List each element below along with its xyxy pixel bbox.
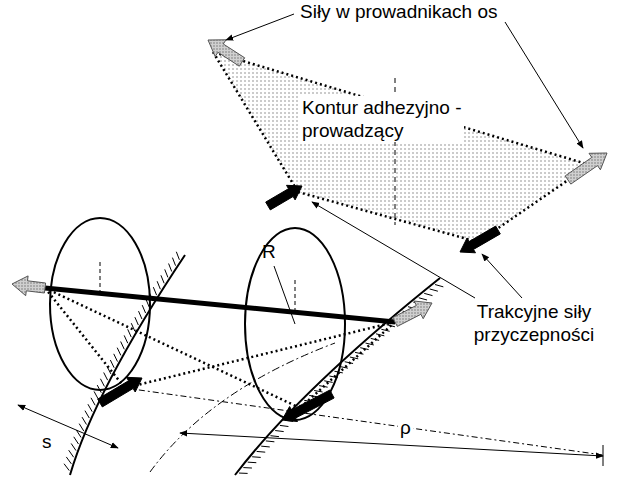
hatch-mark	[64, 464, 69, 471]
hatch-mark	[161, 275, 164, 283]
hatch-mark	[100, 379, 104, 387]
traction-label: Trakcyjne siły przyczepności	[458, 300, 610, 346]
contour-shading	[213, 52, 590, 242]
leader-line	[226, 14, 294, 40]
hatch-mark	[169, 264, 172, 272]
gauge-symbol: s	[42, 430, 52, 453]
hatch-mark	[275, 431, 284, 432]
curve-radius-symbol: ρ	[398, 416, 413, 439]
contour-label: Kontur adhezyjno - prowadzący	[300, 96, 464, 142]
hatch-mark	[165, 269, 168, 277]
hatch-mark	[104, 372, 108, 380]
leader-line	[312, 202, 475, 298]
traction-force-arrow	[266, 185, 302, 210]
hatch-mark	[261, 446, 270, 448]
hatch-mark	[424, 293, 432, 295]
hatch-mark	[266, 440, 275, 442]
rail	[70, 255, 185, 475]
hatch-mark	[128, 329, 132, 337]
radius-line	[125, 388, 603, 455]
hatch-mark	[176, 252, 179, 260]
hatch-mark	[124, 335, 128, 343]
leader-line	[505, 22, 583, 148]
hatch-mark	[117, 348, 121, 356]
leader-line	[482, 254, 522, 298]
traction-force-arrow	[460, 226, 500, 253]
hatch-mark	[79, 424, 84, 431]
hatch-mark	[257, 451, 266, 453]
hatch-mark	[114, 354, 118, 362]
hatch-mark	[435, 285, 443, 287]
hatch-mark	[139, 311, 142, 319]
wheel	[50, 218, 150, 390]
force-label: Siły w prowadnikach os	[300, 0, 497, 23]
radius-symbol: R	[262, 240, 276, 263]
hatch-mark	[280, 425, 289, 426]
hatch-mark	[314, 390, 322, 392]
guide-force-arrow	[12, 276, 46, 296]
axle	[45, 288, 395, 322]
hatch-mark	[153, 287, 156, 295]
traction-force-arrow	[282, 390, 334, 422]
traction-force-arrow	[98, 377, 142, 407]
hatch-mark	[88, 404, 92, 411]
centre-tick	[603, 445, 604, 466]
wheel-axis	[295, 280, 296, 312]
track-axis	[150, 343, 335, 472]
hatch-mark	[239, 473, 248, 474]
hatch-mark	[248, 462, 257, 464]
hatch-mark	[91, 398, 95, 406]
hatch-mark	[97, 385, 101, 393]
dimension-line	[180, 433, 603, 456]
contour-outline	[213, 52, 590, 242]
wheel-axis	[100, 262, 101, 292]
hatch-mark	[430, 289, 438, 291]
hatch-mark	[69, 450, 74, 457]
guide-force-arrow	[208, 40, 245, 66]
force-arrows	[12, 40, 607, 422]
hatch-mark	[110, 360, 114, 368]
hatch-mark	[157, 281, 160, 289]
hatch-mark	[71, 443, 76, 450]
hatch-mark	[381, 329, 389, 331]
hatch-mark	[270, 435, 279, 437]
hatch-mark	[94, 391, 98, 399]
hatch-mark	[172, 258, 175, 266]
hatch-mark	[135, 317, 138, 325]
rail-hatching	[64, 252, 443, 474]
guide-force-arrow	[565, 153, 607, 184]
hatch-mark	[121, 342, 125, 350]
hatch-mark	[419, 298, 427, 300]
guide-force-arrow	[393, 301, 432, 326]
hatch-mark	[243, 467, 252, 468]
radius-mark	[274, 266, 295, 324]
hatch-mark	[142, 305, 145, 313]
hatch-mark	[82, 417, 86, 424]
hatch-mark	[252, 456, 261, 458]
hatch-mark	[74, 437, 79, 444]
hatch-mark	[66, 457, 71, 464]
dimension-line	[18, 405, 118, 448]
hatch-mark	[85, 411, 89, 418]
